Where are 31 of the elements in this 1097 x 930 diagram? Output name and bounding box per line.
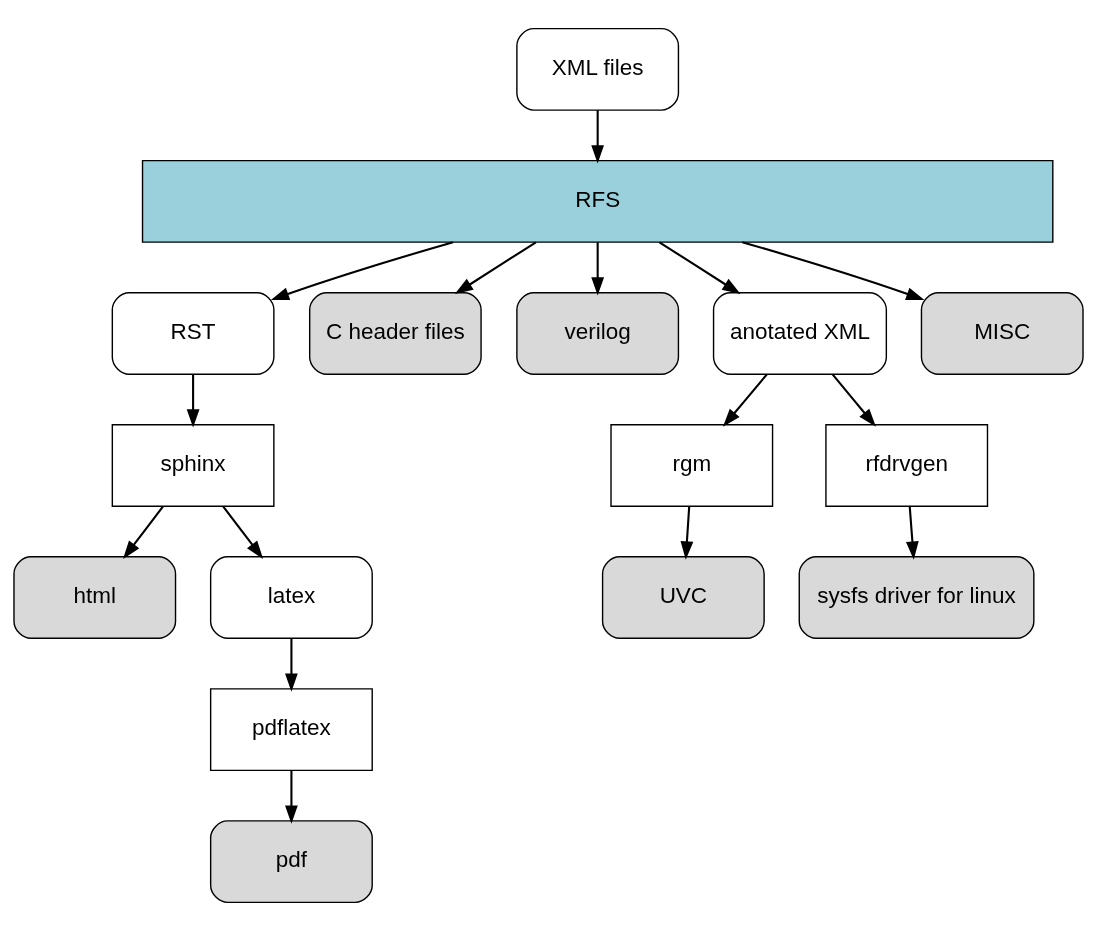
- node-box: rfdrvgen: [825, 423, 989, 507]
- arrow: [658, 240, 741, 294]
- arrow: [123, 505, 164, 559]
- arrow: [591, 109, 605, 163]
- arrow: [285, 637, 298, 692]
- node-box: XML files: [516, 27, 680, 111]
- node-box: sysfs driver for linux: [798, 555, 1035, 639]
- node-box: anotated XML: [712, 291, 888, 375]
- arrow: [722, 373, 768, 427]
- arrow: [591, 241, 605, 296]
- node-box: verilog: [516, 291, 680, 375]
- arrow: [454, 240, 537, 294]
- node-box: rgm: [610, 423, 774, 507]
- arrow: [285, 769, 298, 824]
- node-box: RST: [111, 291, 275, 375]
- node-box: pdf: [209, 819, 373, 903]
- arrow: [741, 240, 925, 300]
- node-box: UVC: [601, 555, 765, 639]
- node-box: html: [13, 555, 177, 639]
- arrow: [831, 373, 876, 427]
- node-box: RFS: [141, 159, 1054, 243]
- node-box: C header files: [309, 291, 482, 375]
- node-box: MISC: [920, 291, 1084, 375]
- node-box: latex: [209, 555, 373, 639]
- node-box: sphinx: [111, 423, 275, 507]
- arrow: [270, 240, 454, 300]
- arrow: [680, 505, 694, 560]
- arrow: [186, 373, 200, 428]
- arrow: [906, 505, 919, 560]
- node-box: pdflatex: [209, 687, 373, 771]
- arrow: [222, 505, 264, 559]
